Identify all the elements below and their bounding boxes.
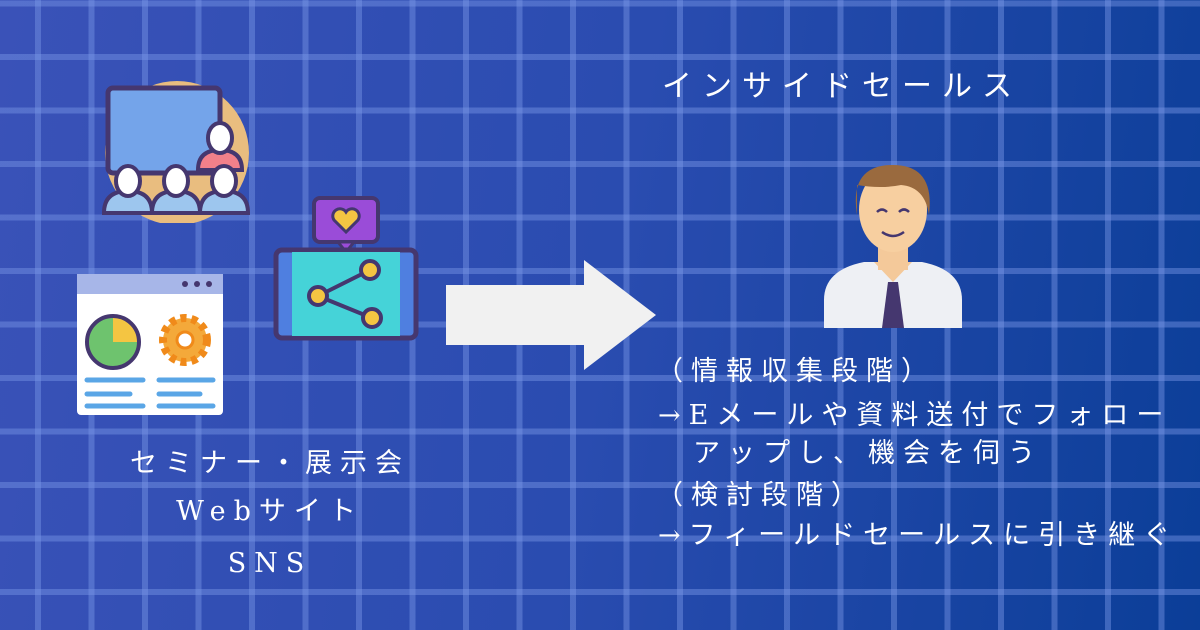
info-stage-action-cont: アップし、機会を伺う xyxy=(658,438,1043,469)
info-stage-heading: （情報収集段階） xyxy=(656,356,936,387)
channel-seminar: セミナー・展示会 xyxy=(130,448,410,479)
consideration-stage-heading: （検討段階） xyxy=(656,480,866,511)
consideration-stage-action: →フィールドセールスに引き継ぐ xyxy=(658,520,1179,551)
seminar-icon xyxy=(101,81,251,223)
arrow-right-icon xyxy=(446,260,656,370)
salesperson-avatar xyxy=(824,165,962,328)
inside-sales-title: インサイドセールス xyxy=(662,69,1022,104)
info-stage-action: →Eメールや資料送付でフォロー xyxy=(658,400,1172,431)
website-icon xyxy=(77,274,223,415)
channel-sns: SNS xyxy=(227,548,313,579)
channel-website: Webサイト xyxy=(176,496,364,527)
sns-share-icon xyxy=(273,196,419,341)
